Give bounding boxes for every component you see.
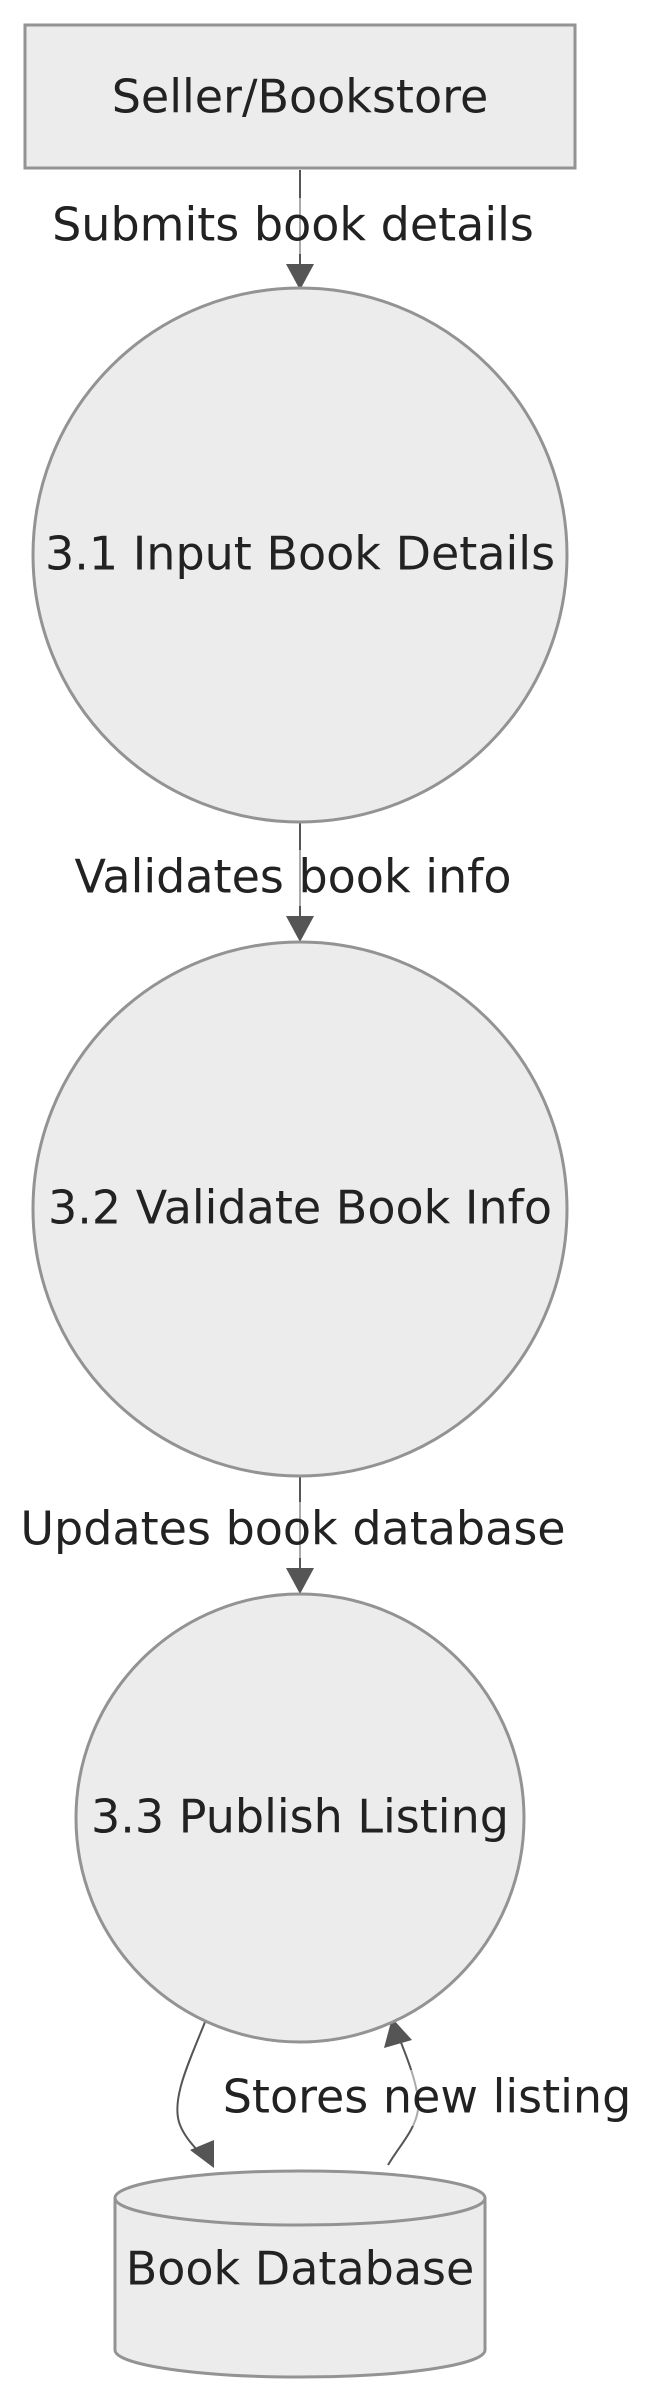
edge-label-group-validates: Validates book info xyxy=(75,850,512,906)
arrowhead-submits xyxy=(286,264,314,290)
arrowhead-stores xyxy=(190,2140,214,2168)
node-book-database[interactable]: Book Database xyxy=(113,2169,487,2379)
edge-label-bg xyxy=(78,850,508,906)
edge-label-bg xyxy=(32,1502,552,1558)
edge-label-bg xyxy=(226,2070,626,2126)
edge-label-group-updates: Updates book database xyxy=(20,1502,566,1558)
process-circle-3-3 xyxy=(74,1592,526,2044)
node-label-input-details: 3.1 Input Book Details xyxy=(45,527,555,581)
edge-label-group-submits: Submits book details xyxy=(52,198,534,254)
node-label-book-database: Book Database xyxy=(126,2242,475,2296)
edge-publish-to-database xyxy=(176,2021,214,2168)
edge-label-validates: Validates book info xyxy=(75,850,512,904)
edge-label-bg xyxy=(60,198,530,254)
node-validate-book-info[interactable]: 3.2 Validate Book Info xyxy=(31,940,569,1478)
node-seller-bookstore[interactable]: Seller/Bookstore xyxy=(23,23,577,170)
arrowhead-returns xyxy=(384,2018,412,2048)
node-label-validate-info: 3.2 Validate Book Info xyxy=(48,1181,552,1235)
process-circle-3-1 xyxy=(31,286,569,824)
node-input-book-details[interactable]: 3.1 Input Book Details xyxy=(31,286,569,824)
external-entity-box xyxy=(23,23,577,170)
node-label-publish-listing: 3.3 Publish Listing xyxy=(91,1790,509,1844)
edge-label-updates: Updates book database xyxy=(20,1502,565,1556)
arrowhead-updates xyxy=(286,1568,314,1594)
node-label-seller: Seller/Bookstore xyxy=(112,70,489,124)
node-publish-listing[interactable]: 3.3 Publish Listing xyxy=(74,1592,526,2044)
process-circle-3-2 xyxy=(31,940,569,1478)
edge-label-returns: Stores new listing xyxy=(223,2070,632,2124)
edge-line-stores xyxy=(176,2021,206,2159)
edge-label-group-returns: Stores new listing xyxy=(223,2070,632,2126)
arrowhead-validates xyxy=(286,916,314,942)
data-store-cylinder-top xyxy=(113,2197,487,2227)
edge-label-submits: Submits book details xyxy=(52,198,534,252)
